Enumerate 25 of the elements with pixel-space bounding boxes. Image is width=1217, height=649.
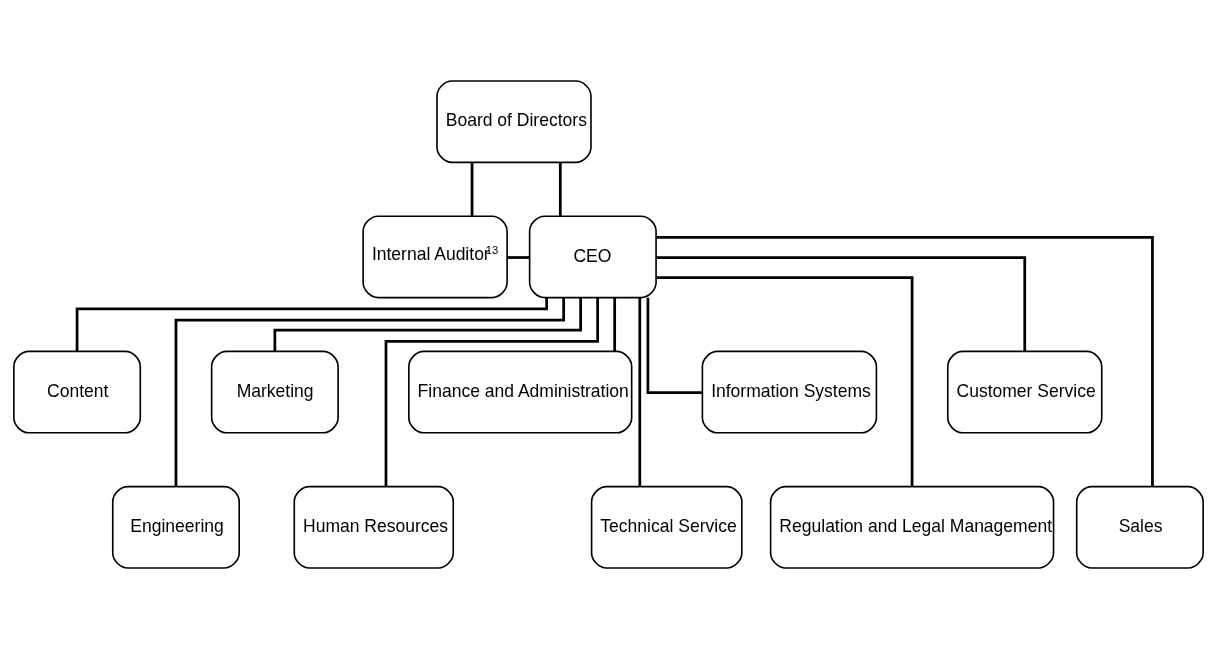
- connector: [507, 256, 530, 259]
- connector: [75, 297, 548, 351]
- node-box: Technical Service: [590, 485, 743, 569]
- node-box: Human Resources: [293, 485, 455, 569]
- node-box: Sales: [1075, 485, 1204, 569]
- node-box: Engineering: [111, 485, 240, 569]
- connector: [656, 236, 1154, 487]
- connector: [638, 297, 642, 487]
- connector: [470, 162, 474, 217]
- connector: [646, 297, 703, 395]
- node-box: Customer Service: [946, 350, 1103, 434]
- node-box: Information Systems: [701, 350, 878, 434]
- connector: [558, 162, 562, 217]
- node-box: Content: [13, 350, 142, 434]
- node-box: CEO: [528, 215, 657, 299]
- node-box: Internal Auditor$^{13}$: [362, 215, 508, 299]
- node-box: Marketing: [210, 350, 339, 434]
- node-box: Board of Directors: [436, 80, 592, 164]
- node-box: Regulation and Legal Management: [769, 485, 1055, 569]
- connector: [656, 276, 914, 487]
- connector: [613, 297, 617, 352]
- node-box: Finance and Administration: [408, 350, 633, 434]
- connector: [384, 297, 600, 487]
- connector: [174, 297, 565, 487]
- connector: [656, 256, 1027, 352]
